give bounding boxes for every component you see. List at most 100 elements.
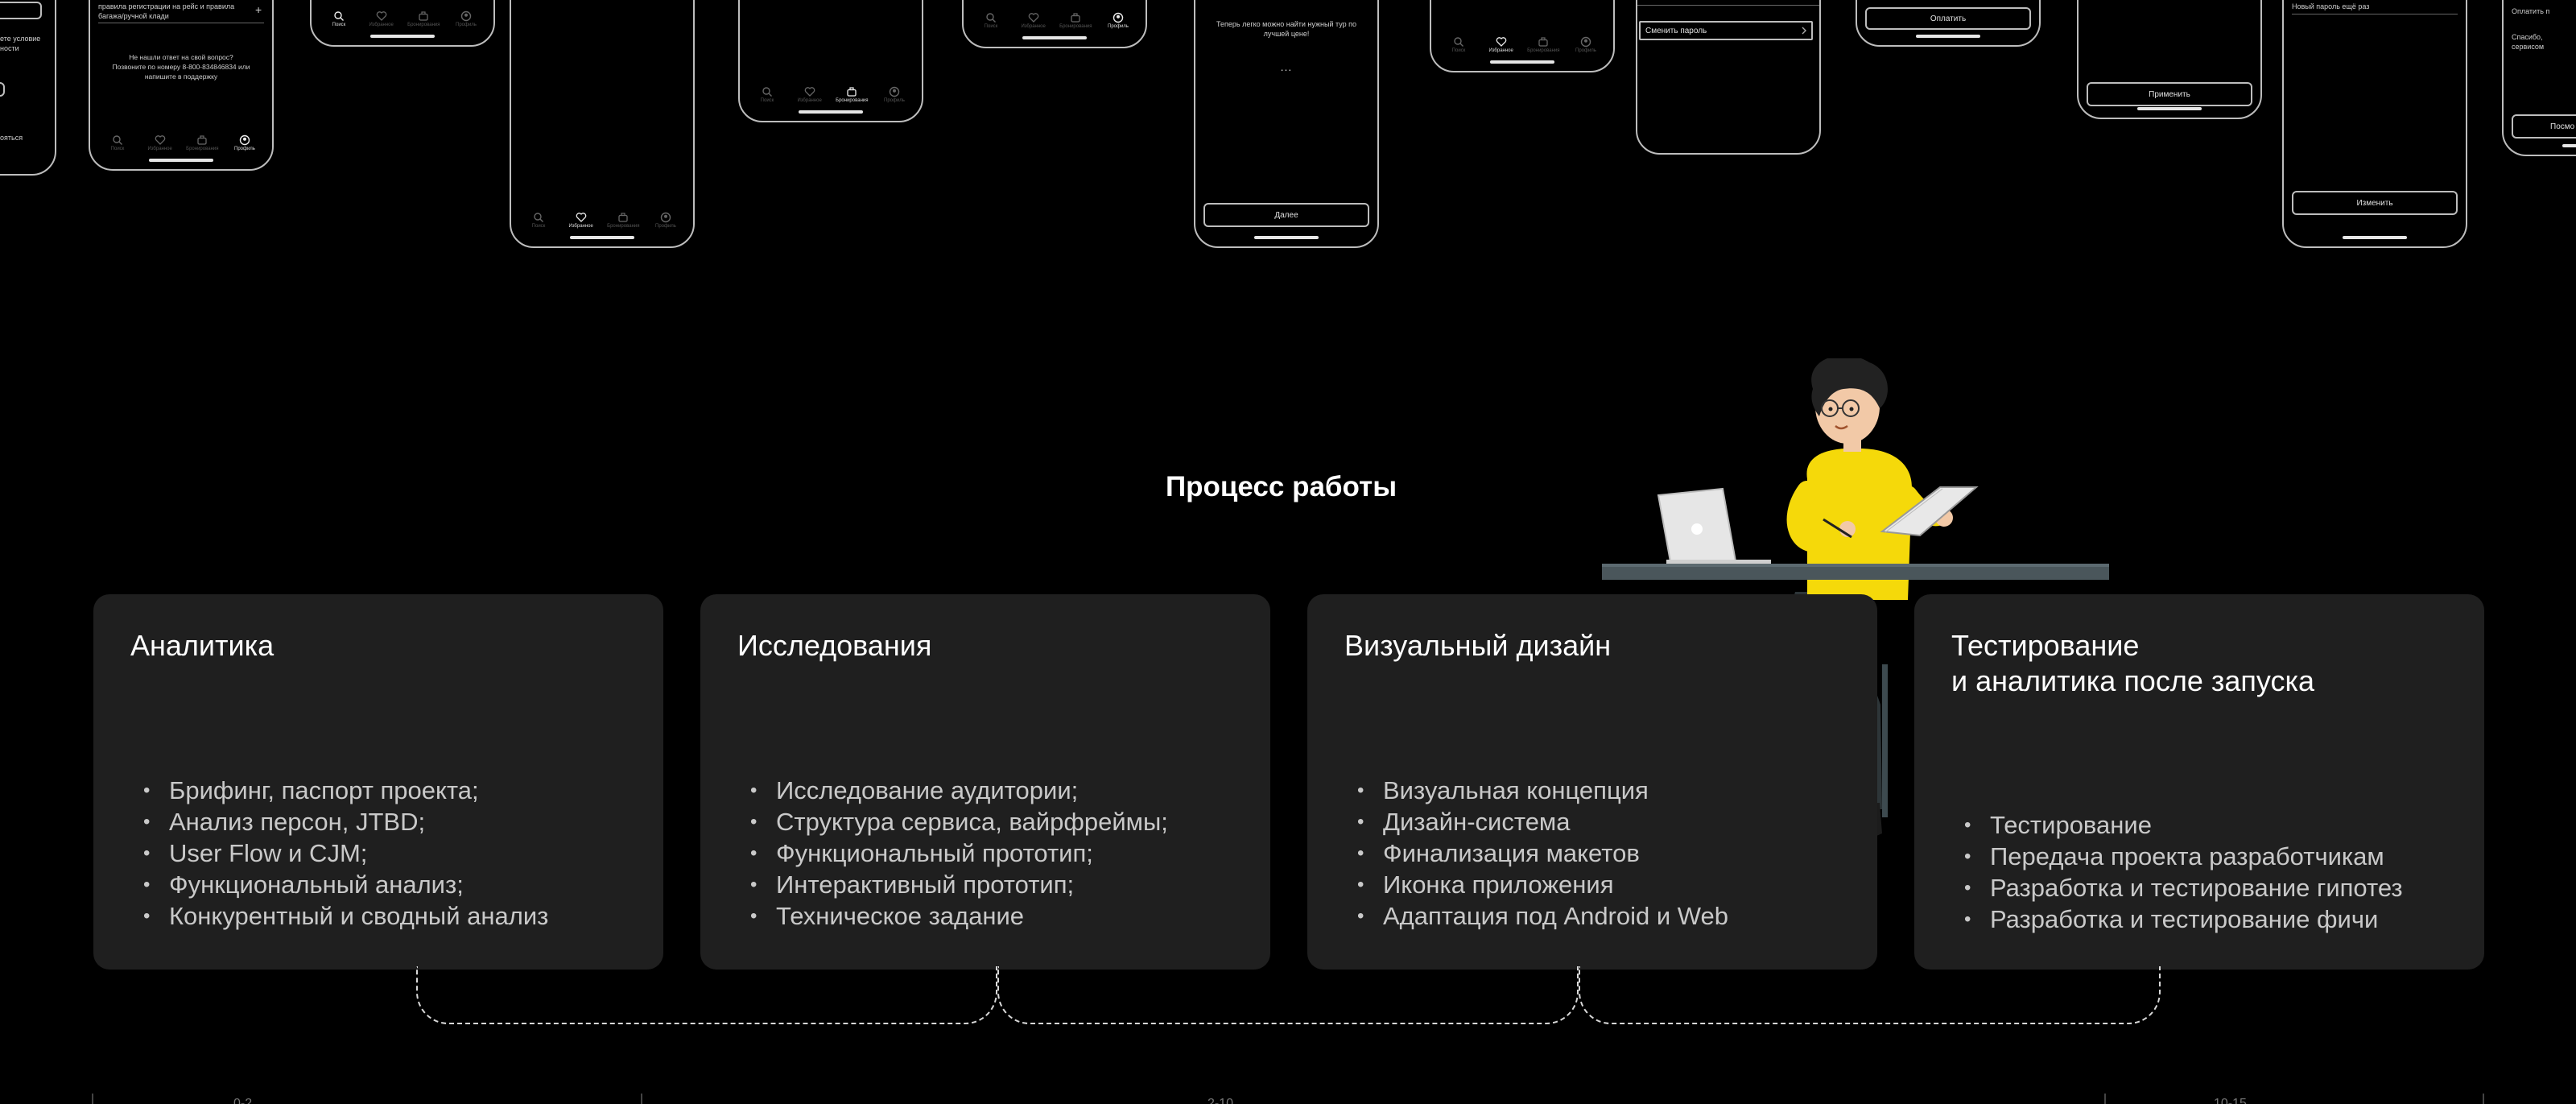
home-indicator: [1022, 36, 1087, 39]
tab-favorites[interactable]: Избранное: [144, 134, 176, 151]
list-item: Функциональный прототип;: [737, 837, 1236, 869]
apply-button[interactable]: Применить: [2087, 82, 2252, 106]
tab-bookings[interactable]: Бронирования: [1527, 36, 1559, 53]
tab-bookings[interactable]: Бронирования: [1059, 12, 1092, 29]
list-item: Разработка и тестирование фичи: [1951, 903, 2450, 935]
plus-icon: +: [255, 3, 262, 16]
process-card-analytics: Аналитика Брифинг, паспорт проекта; Анал…: [93, 594, 663, 970]
card-title: Тестирование и аналитика после запуска: [1951, 629, 2315, 697]
phone-mockup-7: Поиск Избранное Бронирования Профиль: [1430, 0, 1615, 72]
onboarding-text: Теперь легко можно найти нужный тур по л…: [1216, 20, 1356, 38]
phone-mockup-4: Поиск Избранное Бронирования Профиль: [738, 0, 923, 122]
card-list: Исследование аудитории; Структура сервис…: [737, 775, 1236, 932]
tab-profile[interactable]: Профиль: [1102, 12, 1134, 29]
tab-label: Поиск: [984, 24, 998, 29]
list-item: Исследование аудитории;: [737, 775, 1236, 806]
phone-mockup-9: Оплатить: [1856, 0, 2041, 47]
tab-favorites[interactable]: Избранное: [565, 212, 597, 229]
list-item: Функциональный анализ;: [130, 869, 630, 900]
suitcase-icon: [847, 87, 857, 97]
phone-mockup-10: Применить: [2077, 0, 2262, 119]
home-indicator: [2562, 144, 2576, 147]
tab-search[interactable]: Поиск: [323, 10, 355, 27]
phone-mockup-6: Теперь легко можно найти нужный тур по л…: [1194, 0, 1379, 248]
change-button[interactable]: Изменить: [2292, 191, 2458, 215]
tab-search[interactable]: Поиск: [101, 134, 134, 151]
tab-label: Избранное: [1021, 24, 1046, 29]
tab-label: Профиль: [234, 147, 255, 151]
tab-label: Профиль: [655, 224, 676, 229]
tab-bookings[interactable]: Бронирования: [186, 134, 218, 151]
search-icon: [113, 135, 122, 145]
tab-label: Поиск: [110, 147, 125, 151]
tab-favorites[interactable]: Избранное: [1018, 12, 1050, 29]
tab-search[interactable]: Поиск: [1443, 36, 1475, 53]
home-indicator: [1916, 35, 1980, 38]
phone-mockup-5: Поиск Избранное Бронирования Профиль: [962, 0, 1147, 48]
search-icon: [986, 13, 996, 23]
tab-favorites[interactable]: Избранное: [1485, 36, 1517, 53]
home-indicator: [2137, 107, 2202, 110]
search-icon: [762, 87, 772, 97]
change-password-row[interactable]: Сменить пароль: [1639, 21, 1813, 40]
laptop-icon: [1657, 487, 1771, 568]
pay-button[interactable]: Оплатить: [1865, 7, 2031, 30]
tab-profile[interactable]: Профиль: [1570, 36, 1602, 53]
tab-label: Бронирования: [1059, 24, 1092, 29]
tab-search[interactable]: Поиск: [522, 212, 555, 229]
profile-icon: [239, 134, 250, 146]
list-item: Анализ персон, JTBD;: [130, 806, 630, 837]
card-title: Исследования: [737, 629, 932, 662]
list-item: Иконка приложения: [1344, 869, 1843, 900]
next-button[interactable]: Далее: [1203, 203, 1369, 227]
suitcase-icon: [197, 135, 207, 145]
process-card-visual-design: Визуальный дизайн Визуальная концепция Д…: [1307, 594, 1877, 970]
tab-favorites[interactable]: Избранное: [794, 86, 826, 103]
tab-label: Избранное: [568, 224, 593, 229]
dashed-connector: [997, 966, 1579, 1024]
tab-search[interactable]: Поиск: [975, 12, 1007, 29]
tab-favorites[interactable]: Избранное: [365, 10, 398, 27]
tab-bookings[interactable]: Бронирования: [607, 212, 639, 229]
search-icon: [534, 213, 543, 222]
list-item: Интерактивный прототип;: [737, 869, 1236, 900]
card-title: Визуальный дизайн: [1344, 629, 1612, 662]
tab-profile[interactable]: Профиль: [650, 212, 682, 229]
phone-field: [0, 2, 42, 19]
view-button[interactable]: Посмо: [2512, 114, 2576, 139]
tab-profile[interactable]: Профиль: [450, 10, 482, 27]
list-item: Адаптация под Android и Web: [1344, 900, 1843, 932]
tab-label: Бронирования: [836, 98, 869, 103]
tab-bar: Поиск Избранное Бронирования Профиль: [751, 86, 910, 103]
tab-label: Поиск: [1451, 48, 1466, 53]
process-card-research: Исследования Исследование аудитории; Стр…: [700, 594, 1270, 970]
tab-bookings[interactable]: Бронирования: [407, 10, 440, 27]
timeline-tick: [641, 1094, 642, 1104]
timeline-tick: [2104, 1094, 2106, 1104]
tab-bar: Поиск Избранное Бронирования Профиль: [1443, 36, 1602, 53]
tab-profile[interactable]: Профиль: [878, 86, 910, 103]
tab-label: Бронирования: [186, 147, 219, 151]
card-list: Визуальная концепция Дизайн-система Фина…: [1344, 775, 1843, 932]
suitcase-icon: [419, 11, 428, 21]
loading-dots: ...: [1280, 60, 1293, 73]
list-item: Разработка и тестирование гипотез: [1951, 872, 2450, 903]
tab-label: Поиск: [332, 23, 346, 27]
divider: [1637, 5, 1819, 6]
phone-text: правила регистрации на рейс и правила ба…: [98, 2, 235, 20]
tab-bookings[interactable]: Бронирования: [836, 86, 868, 103]
tab-search[interactable]: Поиск: [751, 86, 783, 103]
phone-text: ояться: [0, 134, 23, 142]
chevron-right-icon: [1802, 27, 1806, 35]
heart-icon: [1028, 13, 1038, 23]
phone-text: Оплатить п: [2512, 7, 2550, 15]
phone-mockup-11: Новый пароль ещё раз Изменить: [2282, 0, 2467, 248]
dashed-connector: [1579, 966, 2161, 1024]
tab-label: Бронирования: [407, 23, 440, 27]
profile-icon: [660, 212, 671, 223]
suitcase-icon: [1538, 37, 1548, 47]
heart-icon: [155, 135, 165, 145]
home-indicator: [2343, 236, 2407, 239]
tab-label: Профиль: [1108, 24, 1129, 29]
tab-profile[interactable]: Профиль: [229, 134, 261, 151]
